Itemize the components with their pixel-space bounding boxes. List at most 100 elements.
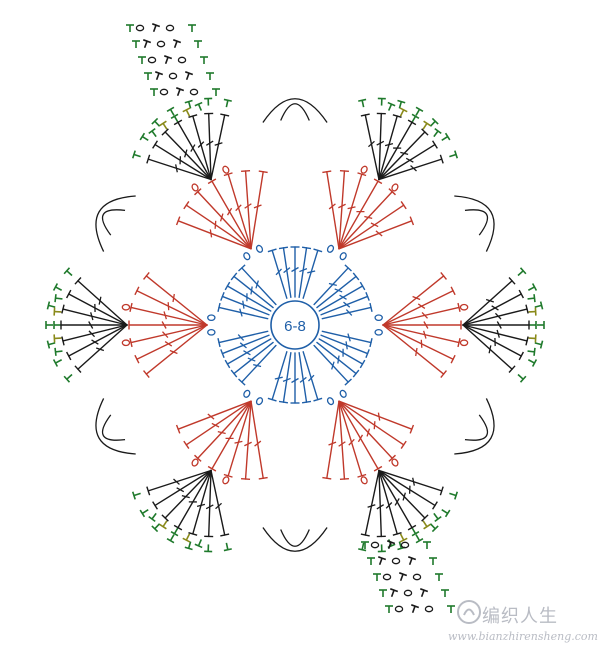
dc-top [207,178,217,185]
sc-stitch [399,107,408,117]
sc-stem [154,523,161,530]
sc-stitch [154,71,164,81]
dc-slash [405,157,414,163]
sc-stitch [429,117,439,127]
dc-stem [338,204,405,250]
dc-slash [328,441,337,446]
dc-top [173,524,183,531]
dc-slash [205,504,214,510]
dc-top [357,473,367,478]
dc-top [407,119,417,126]
dc-slash [368,140,375,148]
dc-top [61,304,65,314]
dc-stitch [338,400,415,434]
sc-stem [197,539,203,547]
sc-stem [141,509,149,515]
dc-slash [253,364,262,368]
dc-slash [496,321,502,329]
dc-stem [382,306,460,326]
dc-top [525,336,529,346]
dc-stitch [74,324,128,373]
dc-stem [271,351,288,401]
chain-stitch [147,56,157,64]
center-ring-label: 6-8 [284,318,306,335]
dc-stem [192,469,212,535]
sc-top [444,132,451,141]
dc-stem [316,275,357,309]
dc-slash [410,165,417,172]
sc-stitch [126,24,134,32]
chain-arch [280,103,310,121]
sc-stitch [397,99,406,109]
dc-stitch [60,320,128,330]
sc-stitch [46,340,56,349]
dc-stitch [204,469,214,538]
chain-arch [95,398,136,455]
sc-stem [55,350,63,353]
dc-stem [338,220,413,250]
dc-stem [382,275,445,326]
dc-slash [243,350,251,356]
sc-stitch [52,283,63,291]
dc-slash [364,215,373,219]
sc-stitch [429,557,437,565]
dc-top [322,170,332,174]
sc-stem [420,589,425,598]
dc-slash [412,295,421,301]
joining-tabs [126,23,455,614]
sc-stitch [53,334,62,343]
dc-top [518,351,525,361]
dc-slash [402,492,406,501]
sc-stitch [429,523,439,533]
dc-top [313,397,323,402]
dc-slash [339,294,347,300]
dc-stem [136,324,208,360]
dc-stem [320,334,369,355]
dc-top [278,400,289,404]
dc-stitch [338,201,407,250]
dc-top [65,351,72,361]
dc-slash [394,498,400,506]
dc-top [392,114,402,118]
dc-stitch [129,324,208,348]
dc-stitch [224,338,272,369]
dc-stem [462,324,528,342]
dc-stem [378,469,383,538]
dc-slash [244,441,252,447]
dc-top [238,378,246,386]
dc-slash [217,431,226,435]
dc-stem [378,112,383,181]
dc-stitch [382,286,456,326]
dc-top [143,370,150,379]
dc-stitch [204,112,214,181]
dc-stitch [267,351,288,402]
sc-stem [185,109,191,117]
dc-top [183,201,190,210]
chain-stitch [370,541,380,549]
sc-stitch [170,113,179,123]
dc-stem [154,143,212,181]
sc-stitch [441,589,449,597]
dc-stem [378,469,426,519]
dc-slash [331,361,335,370]
round-2-red [121,165,469,485]
dc-stem [378,469,443,492]
dc-stem [462,280,513,326]
sc-stitch [139,509,149,518]
sc-top [531,359,538,367]
sc-top [151,23,161,28]
dc-top [230,369,238,378]
sc-stem [422,520,428,528]
dc-top [357,172,367,177]
sc-stem [176,88,181,97]
dc-stitch [152,469,212,510]
dc-stem [462,324,522,357]
dc-stem [241,344,277,383]
sc-stitch [170,527,179,537]
dc-stitch [316,341,360,378]
dc-stitch [382,271,447,326]
dc-stitch [74,277,128,326]
sc-stem [154,120,161,127]
dc-slash [367,504,376,508]
dc-stitch [207,400,252,472]
